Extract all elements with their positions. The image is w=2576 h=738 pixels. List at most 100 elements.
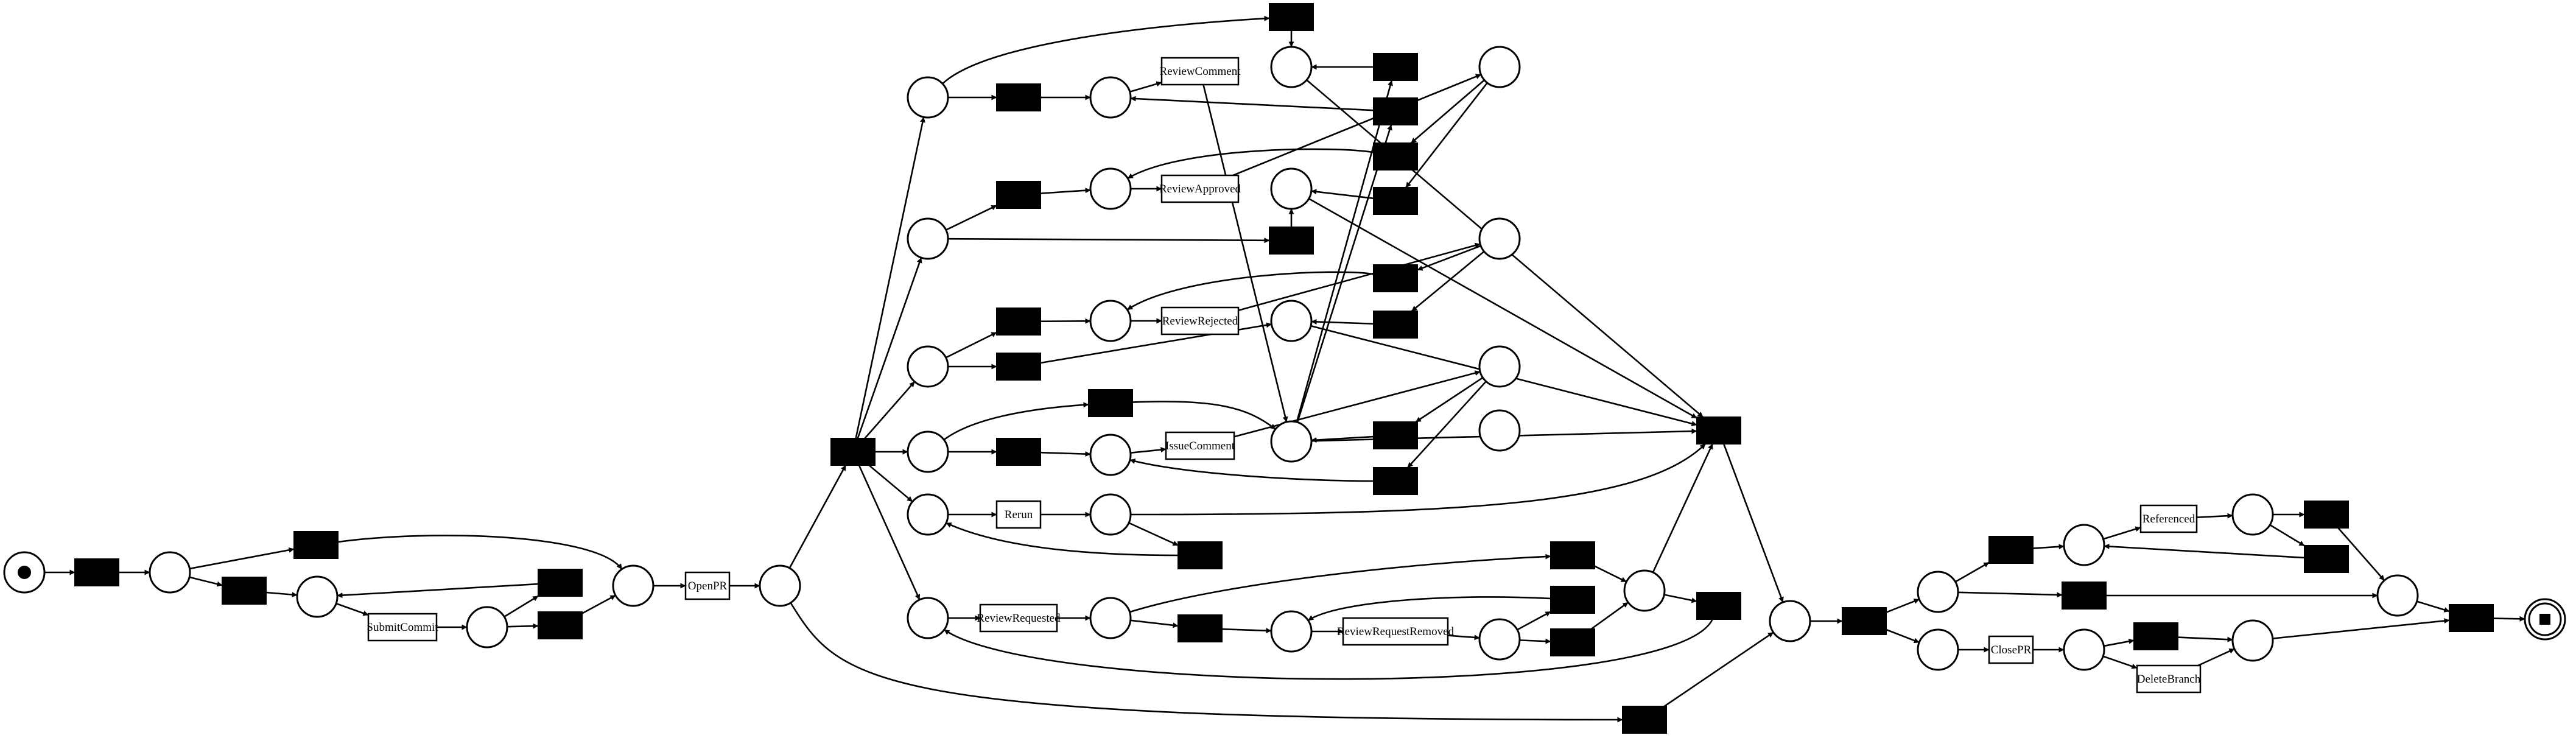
silent-transition-t15: [996, 308, 1041, 336]
transition-review-rejected: ReviewRejected: [1160, 306, 1240, 336]
silent-transition-t34: [2304, 501, 2349, 529]
place-p32: [2063, 524, 2105, 566]
arc-reviewRejected-to-p23: [1238, 242, 1481, 311]
arc-reviewComment-to-p21: [1202, 84, 1288, 423]
transition-review-rejected-label: ReviewRejected: [1162, 315, 1238, 328]
silent-transition-t8: [996, 83, 1041, 111]
arc-t17-to-p20: [1311, 318, 1374, 325]
arc-t19-to-p21: [1132, 401, 1276, 430]
arc-t35-to-p32: [2104, 543, 2305, 559]
transition-submit-commit-label: SubmitCommit: [367, 621, 438, 634]
transition-review-comment: ReviewComment: [1160, 57, 1241, 86]
arc-t6-to-p10: [868, 465, 913, 502]
transition-review-comment-label: ReviewComment: [1160, 65, 1241, 78]
transition-review-approved: ReviewApproved: [1159, 174, 1241, 203]
place-p23: [1478, 217, 1521, 260]
silent-transition-t2: [293, 531, 339, 559]
arc-t15-to-p14: [1040, 318, 1091, 324]
place-p3: [466, 606, 508, 648]
arc-t12-to-p13: [1127, 148, 1374, 180]
silent-transition-t13: [1373, 187, 1418, 215]
place-p2: [296, 575, 339, 618]
place-p25: [1478, 409, 1521, 452]
place-p20: [1270, 300, 1313, 342]
place-p18: [1270, 46, 1313, 88]
transition-review-requested-box: [979, 603, 1058, 633]
silent-transition-t32: [1988, 536, 2034, 564]
arc-p8-to-t15: [945, 331, 997, 359]
silent-transition-t35: [2304, 545, 2349, 573]
transition-referenced-label: Referenced: [2143, 513, 2195, 525]
transition-close-pr-box: [1988, 635, 2034, 664]
arc-p12-to-reviewComment: [1129, 81, 1162, 93]
arc-p7-to-t14: [947, 237, 1270, 244]
transition-referenced-box: [2139, 504, 2198, 533]
transition-close-pr: ClosePR: [1988, 635, 2034, 664]
arc-p35-to-t37: [2272, 618, 2450, 639]
place-p9: [907, 430, 949, 473]
arc-t26-to-p26: [1307, 596, 1551, 621]
transition-review-requested: ReviewRequested: [977, 603, 1061, 633]
transition-rerun-label: Rerun: [1005, 508, 1033, 521]
arc-reviewApproved-to-p22: [1232, 74, 1481, 177]
arc-p22-to-t12: [1410, 79, 1485, 144]
arc-t30-to-p29: [1663, 631, 1774, 708]
arc-p24-to-t21: [1415, 377, 1484, 423]
silent-transition-t23: [1177, 541, 1223, 569]
arc-t4-to-p2: [337, 583, 539, 599]
silent-transition-t12: [1373, 142, 1418, 170]
arc-t29-to-p29: [1723, 443, 1784, 603]
arc-p3-to-t4: [504, 595, 539, 617]
transition-open-pr-label: OpenPR: [688, 580, 728, 592]
arc-p23-to-t17: [1411, 250, 1485, 312]
place-p10: [907, 493, 949, 536]
silent-transition-t22: [1373, 467, 1418, 495]
arc-t5-to-p4: [581, 594, 616, 614]
transition-delete-branch-label: DeleteBranch: [2137, 673, 2201, 686]
silent-transition-t21: [1373, 421, 1418, 449]
silent-transition-t3: [222, 577, 267, 605]
transition-open-pr: OpenPR: [684, 571, 731, 600]
arc-t21-to-p21: [1311, 435, 1374, 443]
place-p15: [1089, 434, 1132, 476]
arc-p15-to-issueComment: [1130, 447, 1167, 454]
place-p34: [2231, 493, 2274, 536]
nodes-layer: SubmitCommit OpenPR ReviewCommentReviewApp…: [3, 3, 2566, 734]
transition-open-pr-box: [684, 571, 731, 600]
arc-p19-to-t29: [1308, 198, 1697, 419]
transition-issue-comment-box: [1165, 431, 1235, 460]
arc-t10-to-p12: [1130, 96, 1374, 111]
arc-p30-to-t32: [1954, 561, 1990, 583]
transition-issue-comment-label: IssueComment: [1165, 440, 1235, 452]
arc-p24-to-t22: [1407, 381, 1487, 468]
arc-t22-to-p15: [1129, 459, 1374, 482]
arc-p6-to-t7: [942, 15, 1270, 85]
silent-transition-t25: [1550, 541, 1595, 569]
arc-p27-to-t27: [1519, 638, 1551, 644]
final-marking-ring: [2528, 602, 2562, 636]
silent-transition-t30: [1622, 706, 1667, 734]
arc-t6-to-p6: [855, 116, 925, 439]
place-p5: [759, 564, 801, 607]
silent-transition-t24: [1177, 614, 1223, 642]
arc-p2-to-submitCommit: [335, 602, 369, 616]
arc-p32-to-referenced: [2103, 526, 2141, 540]
arc-referenced-to-p34: [2196, 513, 2233, 519]
place-p4: [612, 564, 655, 607]
transition-review-request-removed-label: ReviewRequestRemoved: [1337, 625, 1455, 638]
arc-t2-to-p4: [337, 535, 623, 570]
final-marking-icon: [2539, 614, 2550, 625]
arc-t6-to-p11: [858, 465, 921, 600]
arc-p34-to-t35: [2269, 524, 2305, 547]
silent-transition-t14: [1269, 227, 1314, 255]
arc-t3-to-p2: [265, 591, 298, 598]
arc-t6-to-p7: [857, 257, 922, 439]
arc-p27-to-t26: [1517, 611, 1551, 631]
arc-p16-to-t23: [1128, 522, 1179, 546]
silent-transition-t37: [2449, 604, 2494, 632]
arc-p22-to-t13: [1405, 82, 1488, 188]
initial-token-icon: [18, 566, 31, 579]
arc-p21-to-t9: [1296, 80, 1393, 423]
place-p17: [1089, 597, 1132, 639]
place-p11: [907, 597, 949, 639]
